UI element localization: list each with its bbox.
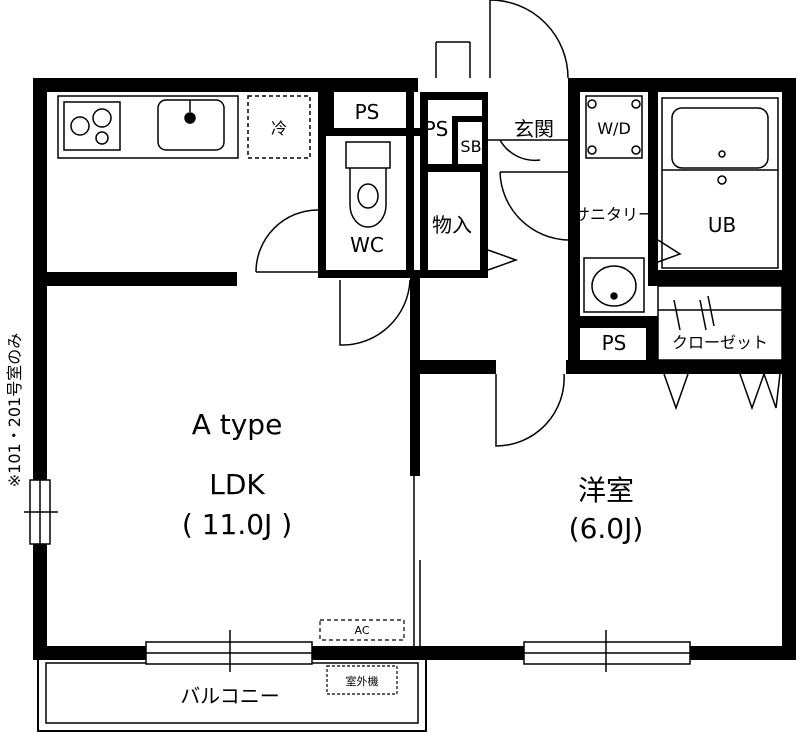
storage-label: 物入 xyxy=(432,213,472,237)
balcony-label: バルコニー xyxy=(180,684,280,708)
stove-icon xyxy=(63,101,121,151)
ldk-size: ( 11.0J ) xyxy=(182,508,292,541)
wd-label: W/D xyxy=(597,119,631,138)
ps-top-label: PS xyxy=(355,100,380,124)
sb-label: SB xyxy=(460,137,481,156)
wc-label: WC xyxy=(350,233,384,257)
ldk-name: LDK xyxy=(209,468,265,501)
ps-entry-label: PS xyxy=(424,117,449,141)
bathtub-icon xyxy=(661,97,779,269)
entrance-label: 玄関 xyxy=(514,117,554,141)
ps-bottom-label: PS xyxy=(602,331,627,355)
outdoor-unit-label: 室外機 xyxy=(346,674,379,688)
fridge-label: 冷 xyxy=(271,119,287,138)
outdoor-unit xyxy=(326,665,398,695)
kitchen xyxy=(57,95,311,159)
washbasin-icon xyxy=(583,257,645,313)
plan-type-label: A type xyxy=(192,408,283,441)
ub-label: UB xyxy=(708,213,736,237)
toilet-icon xyxy=(345,141,391,228)
ac-label: AC xyxy=(354,624,369,637)
western-room-size: (6.0J) xyxy=(569,512,644,545)
sink-icon xyxy=(157,99,225,151)
washer-space xyxy=(585,95,643,159)
unit-note: ※101・201号室のみ xyxy=(5,333,24,488)
western-room-name: 洋室 xyxy=(578,474,634,507)
sanitary-label: サニタリー xyxy=(574,205,654,224)
ac-unit xyxy=(319,619,405,641)
windows xyxy=(24,479,691,672)
closet-label: クローゼット xyxy=(672,333,768,352)
thin-lines xyxy=(255,0,783,646)
fridge-space xyxy=(247,95,311,159)
